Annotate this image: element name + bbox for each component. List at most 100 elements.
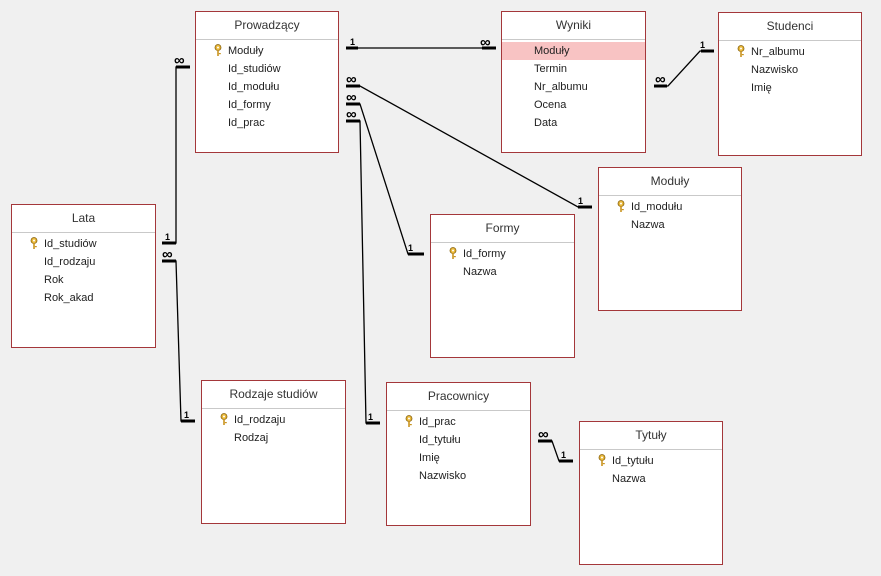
field-name: Nazwa [612, 473, 646, 485]
field-row[interactable]: Nazwa [431, 263, 574, 281]
field-row[interactable]: Nr_albumu [502, 78, 645, 96]
table-title[interactable]: Prowadzący [196, 12, 338, 40]
field-name: Id_studiów [228, 63, 281, 75]
relationship-line-prowadzacy-pracownicy [346, 120, 380, 424]
field-row[interactable]: Moduły [196, 42, 338, 60]
field-row[interactable]: Nazwa [580, 470, 722, 488]
field-row[interactable]: Id_modułu [599, 198, 741, 216]
table-wyniki[interactable]: Wyniki Moduły Termin Nr_albumu Ocena Dat… [501, 11, 646, 153]
field-name: Imię [419, 452, 440, 464]
table-title[interactable]: Tytuły [580, 422, 722, 450]
cardinality-many: ∞ [346, 71, 357, 88]
field-row[interactable]: Imię [719, 79, 861, 97]
field-row[interactable]: Rok_akad [12, 289, 155, 307]
field-row[interactable]: Rodzaj [202, 429, 345, 447]
table-studenci[interactable]: Studenci Nr_albumu Nazwisko Imię [718, 12, 862, 156]
field-name: Rodzaj [234, 432, 269, 444]
field-row[interactable]: Id_studiów [196, 60, 338, 78]
field-row[interactable]: Id_formy [196, 96, 338, 114]
field-name: Imię [751, 82, 772, 94]
cardinality-one: 1 [578, 196, 584, 206]
table-title[interactable]: Pracownicy [387, 383, 530, 411]
field-row[interactable]: Id_tytułu [580, 452, 722, 470]
cardinality-one: 1 [165, 232, 171, 242]
field-name: Termin [534, 63, 568, 75]
field-row[interactable]: Imię [387, 449, 530, 467]
field-row[interactable]: Id_rodzaju [12, 253, 155, 271]
field-name: Moduły [228, 45, 264, 57]
field-row[interactable]: Nr_albumu [719, 43, 861, 61]
cardinality-many: ∞ [480, 34, 491, 51]
field-name: Id_studiów [44, 238, 97, 250]
field-name: Id_modułu [228, 81, 280, 93]
field-row[interactable]: Ocena [502, 96, 645, 114]
cardinality-many: ∞ [346, 106, 357, 123]
field-row[interactable]: Id_studiów [12, 235, 155, 253]
field-name: Nr_albumu [751, 46, 805, 58]
table-title[interactable]: Moduły [599, 168, 741, 196]
cardinality-many: ∞ [655, 71, 666, 88]
field-name: Ocena [534, 99, 567, 111]
relationship-line-prowadzacy-lata [162, 66, 190, 244]
field-row-selected[interactable]: Moduły [502, 42, 645, 60]
relationship-line-lata-rodzaje [162, 260, 195, 422]
field-row[interactable]: Id_prac [196, 114, 338, 132]
key-icon [598, 454, 606, 466]
field-row[interactable]: Rok [12, 271, 155, 289]
field-row[interactable]: Id_tytułu [387, 431, 530, 449]
field-name: Id_prac [228, 117, 265, 129]
field-row[interactable]: Nazwisko [387, 467, 530, 485]
field-name: Id_tytułu [419, 434, 461, 446]
table-title[interactable]: Studenci [719, 13, 861, 41]
key-icon [617, 200, 625, 212]
field-name: Id_modułu [631, 201, 683, 213]
field-row[interactable]: Termin [502, 60, 645, 78]
field-name: Id_prac [419, 416, 456, 428]
table-title[interactable]: Lata [12, 205, 155, 233]
field-row[interactable]: Id_modułu [196, 78, 338, 96]
field-name: Id_rodzaju [234, 414, 286, 426]
cardinality-many: ∞ [174, 52, 185, 69]
field-row[interactable]: Nazwa [599, 216, 741, 234]
table-title[interactable]: Rodzaje studiów [202, 381, 345, 409]
field-row[interactable]: Id_formy [431, 245, 574, 263]
key-icon [220, 413, 228, 425]
field-row[interactable]: Data [502, 114, 645, 132]
table-title[interactable]: Wyniki [502, 12, 645, 40]
relationship-line-pracownicy-tytuly [538, 440, 573, 462]
cardinality-one: 1 [561, 450, 567, 460]
field-name: Data [534, 117, 558, 129]
table-formy[interactable]: Formy Id_formy Nazwa [430, 214, 575, 358]
cardinality-one: 1 [368, 412, 374, 422]
key-icon [214, 44, 222, 56]
field-row[interactable]: Id_rodzaju [202, 411, 345, 429]
relationship-line-prowadzacy-formy [346, 103, 424, 255]
field-row[interactable]: Id_prac [387, 413, 530, 431]
field-name: Nazwisko [419, 470, 467, 482]
field-name: Nazwa [631, 219, 665, 231]
field-name: Rok [44, 274, 64, 286]
field-name: Nazwa [463, 266, 497, 278]
table-prowadzacy[interactable]: Prowadzący Moduły Id_studiów Id_modułu I… [195, 11, 339, 153]
table-rodzaje-studiow[interactable]: Rodzaje studiów Id_rodzaju Rodzaj [201, 380, 346, 524]
table-moduly[interactable]: Moduły Id_modułu Nazwa [598, 167, 742, 311]
field-row[interactable]: Nazwisko [719, 61, 861, 79]
key-icon [737, 45, 745, 57]
cardinality-one: 1 [700, 40, 706, 50]
field-name: Id_formy [463, 248, 506, 260]
key-icon [30, 237, 38, 249]
table-lata[interactable]: Lata Id_studiów Id_rodzaju Rok Rok_akad [11, 204, 156, 348]
cardinality-many: ∞ [538, 426, 549, 443]
field-name: Nazwisko [751, 64, 799, 76]
cardinality-many: ∞ [346, 89, 357, 106]
cardinality-one: 1 [184, 410, 190, 420]
field-name: Nr_albumu [534, 81, 588, 93]
key-icon [449, 247, 457, 259]
cardinality-one: 1 [408, 243, 414, 253]
table-title[interactable]: Formy [431, 215, 574, 243]
field-name: Moduły [534, 45, 570, 57]
table-pracownicy[interactable]: Pracownicy Id_prac Id_tytułu Imię Nazwis… [386, 382, 531, 526]
table-tytuly[interactable]: Tytuły Id_tytułu Nazwa [579, 421, 723, 565]
cardinality-one: 1 [350, 37, 356, 47]
